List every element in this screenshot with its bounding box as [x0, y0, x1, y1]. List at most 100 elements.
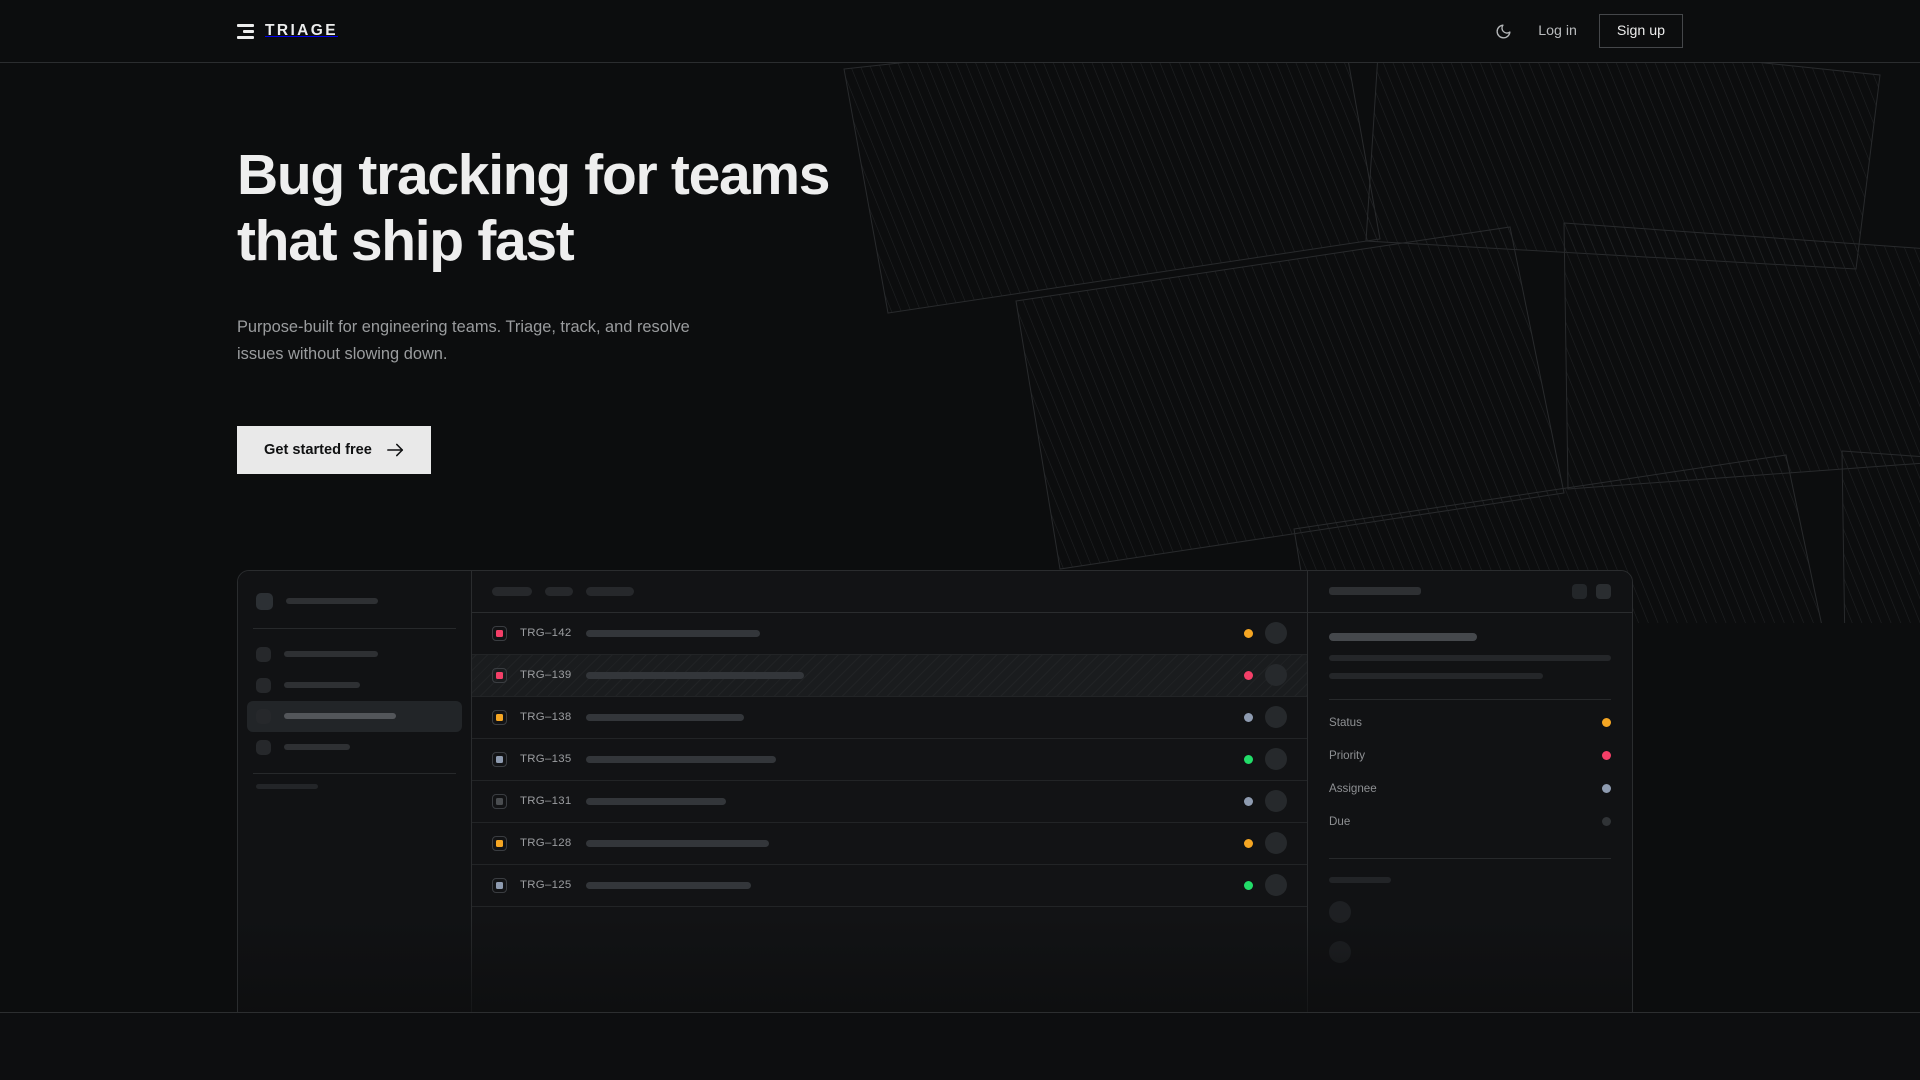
- detail-field-due[interactable]: Due: [1329, 805, 1611, 838]
- status-badge: [1244, 838, 1253, 848]
- status-badge: [1244, 880, 1253, 890]
- status-badge: [1244, 670, 1253, 680]
- sidebar-nav-icon: [256, 646, 271, 662]
- detail-divider: [1329, 698, 1611, 700]
- top-navbar: TRIAGE Log in Sign up: [0, 0, 1920, 63]
- priority-dot-icon: [496, 755, 503, 763]
- table-row[interactable]: TRG–131: [472, 781, 1307, 823]
- priority-dot-icon: [496, 839, 503, 847]
- activity-avatar-1[interactable]: [1329, 940, 1351, 963]
- issue-title-placeholder: [586, 755, 776, 763]
- avatar[interactable]: [1265, 790, 1287, 813]
- detail-field-value-dot: [1602, 717, 1611, 727]
- detail-field-value-dot: [1602, 750, 1611, 760]
- issue-title-placeholder: [586, 881, 751, 889]
- issue-id: TRG–125: [520, 879, 572, 892]
- section-divider: [0, 1012, 1920, 1013]
- detail-field-assignee[interactable]: Assignee: [1329, 772, 1611, 805]
- sidebar-nav-label-placeholder: [284, 651, 378, 658]
- priority-dot-icon: [496, 713, 503, 721]
- avatar[interactable]: [1265, 664, 1287, 687]
- activity-section-label: [1329, 876, 1391, 883]
- sidebar-saved-view-0[interactable]: [253, 789, 456, 811]
- status-badge: [1244, 712, 1253, 722]
- get-started-button[interactable]: Get started free: [237, 425, 431, 474]
- collapse-icon[interactable]: [1572, 583, 1587, 599]
- workspace-name-placeholder: [286, 598, 378, 605]
- issue-title-placeholder: [586, 839, 769, 847]
- avatar[interactable]: [1265, 874, 1287, 897]
- issue-id: TRG–128: [520, 837, 572, 850]
- table-row[interactable]: TRG–139: [472, 654, 1307, 697]
- detail-activity-divider: [1329, 857, 1611, 859]
- table-row[interactable]: TRG–138: [472, 697, 1307, 739]
- row-meta: [1244, 664, 1287, 687]
- sidebar-saved-view-2[interactable]: [253, 833, 456, 855]
- list-filter-chip-0[interactable]: [492, 586, 532, 596]
- issue-id: TRG–139: [520, 669, 572, 682]
- detail-field-label: Due: [1329, 814, 1351, 828]
- table-row[interactable]: TRG–128: [472, 823, 1307, 865]
- avatar[interactable]: [1265, 706, 1287, 729]
- sidebar-nav-item-2[interactable]: [247, 700, 462, 732]
- hero-section: Bug tracking for teams that ship fast Pu…: [0, 63, 1920, 623]
- avatar[interactable]: [1265, 832, 1287, 855]
- issue-title-placeholder: [586, 797, 726, 805]
- sidebar-nav-icon: [256, 677, 271, 693]
- activity-avatar-0[interactable]: [1329, 900, 1351, 923]
- row-meta: [1244, 748, 1287, 771]
- list-filter-chip-2[interactable]: [586, 586, 634, 596]
- priority-badge: [492, 751, 507, 767]
- hero-subtitle: Purpose-built for engineering teams. Tri…: [237, 318, 690, 363]
- brand-name: TRIAGE: [265, 22, 338, 39]
- sidebar-nav-icon: [256, 708, 271, 724]
- mockup-sidebar: [238, 570, 472, 1066]
- row-meta: [1244, 832, 1287, 855]
- detail-panel-header: [1308, 571, 1632, 613]
- issue-id: TRG–135: [520, 753, 572, 766]
- detail-field-value-dot: [1602, 783, 1611, 793]
- priority-badge: [492, 709, 507, 725]
- navbar-actions: Log in Sign up: [1490, 14, 1920, 48]
- signup-button[interactable]: Sign up: [1598, 14, 1683, 48]
- sidebar-nav-item-0[interactable]: [247, 639, 462, 670]
- activity-avatars: [1329, 900, 1611, 963]
- detail-field-label: Status: [1329, 715, 1362, 729]
- table-row[interactable]: TRG–125: [472, 865, 1307, 907]
- row-meta: [1244, 622, 1287, 645]
- description-line-0: [1329, 654, 1611, 661]
- detail-field-status[interactable]: Status: [1329, 706, 1611, 739]
- sidebar-nav-label-placeholder: [284, 682, 360, 689]
- row-meta: [1244, 790, 1287, 813]
- table-row[interactable]: TRG–135: [472, 739, 1307, 781]
- issue-title-placeholder: [586, 629, 760, 637]
- priority-dot-icon: [496, 629, 503, 637]
- priority-badge: [492, 667, 507, 683]
- login-link[interactable]: Log in: [1538, 23, 1577, 39]
- detail-field-value-dot: [1602, 816, 1611, 826]
- more-icon[interactable]: [1596, 583, 1611, 599]
- arrow-right-icon: [386, 443, 404, 457]
- avatar[interactable]: [1265, 748, 1287, 771]
- issue-id: TRG–138: [520, 711, 572, 724]
- moon-icon[interactable]: [1490, 18, 1516, 44]
- list-filter-chip-1[interactable]: [545, 586, 573, 596]
- issue-id: TRG–131: [520, 795, 572, 808]
- sidebar-nav-item-1[interactable]: [247, 670, 462, 701]
- detail-field-priority[interactable]: Priority: [1329, 739, 1611, 772]
- workspace-switcher[interactable]: [253, 585, 456, 618]
- table-row[interactable]: TRG–142: [472, 613, 1307, 655]
- sidebar-section-label: [256, 783, 318, 789]
- sidebar-saved-views: [253, 789, 456, 855]
- sidebar-nav-item-3[interactable]: [247, 732, 462, 763]
- issue-id: TRG–142: [520, 627, 572, 640]
- brand-logo[interactable]: TRIAGE: [237, 22, 338, 40]
- priority-dot-icon: [496, 671, 503, 679]
- sidebar-saved-view-1[interactable]: [253, 811, 456, 833]
- avatar[interactable]: [1265, 622, 1287, 645]
